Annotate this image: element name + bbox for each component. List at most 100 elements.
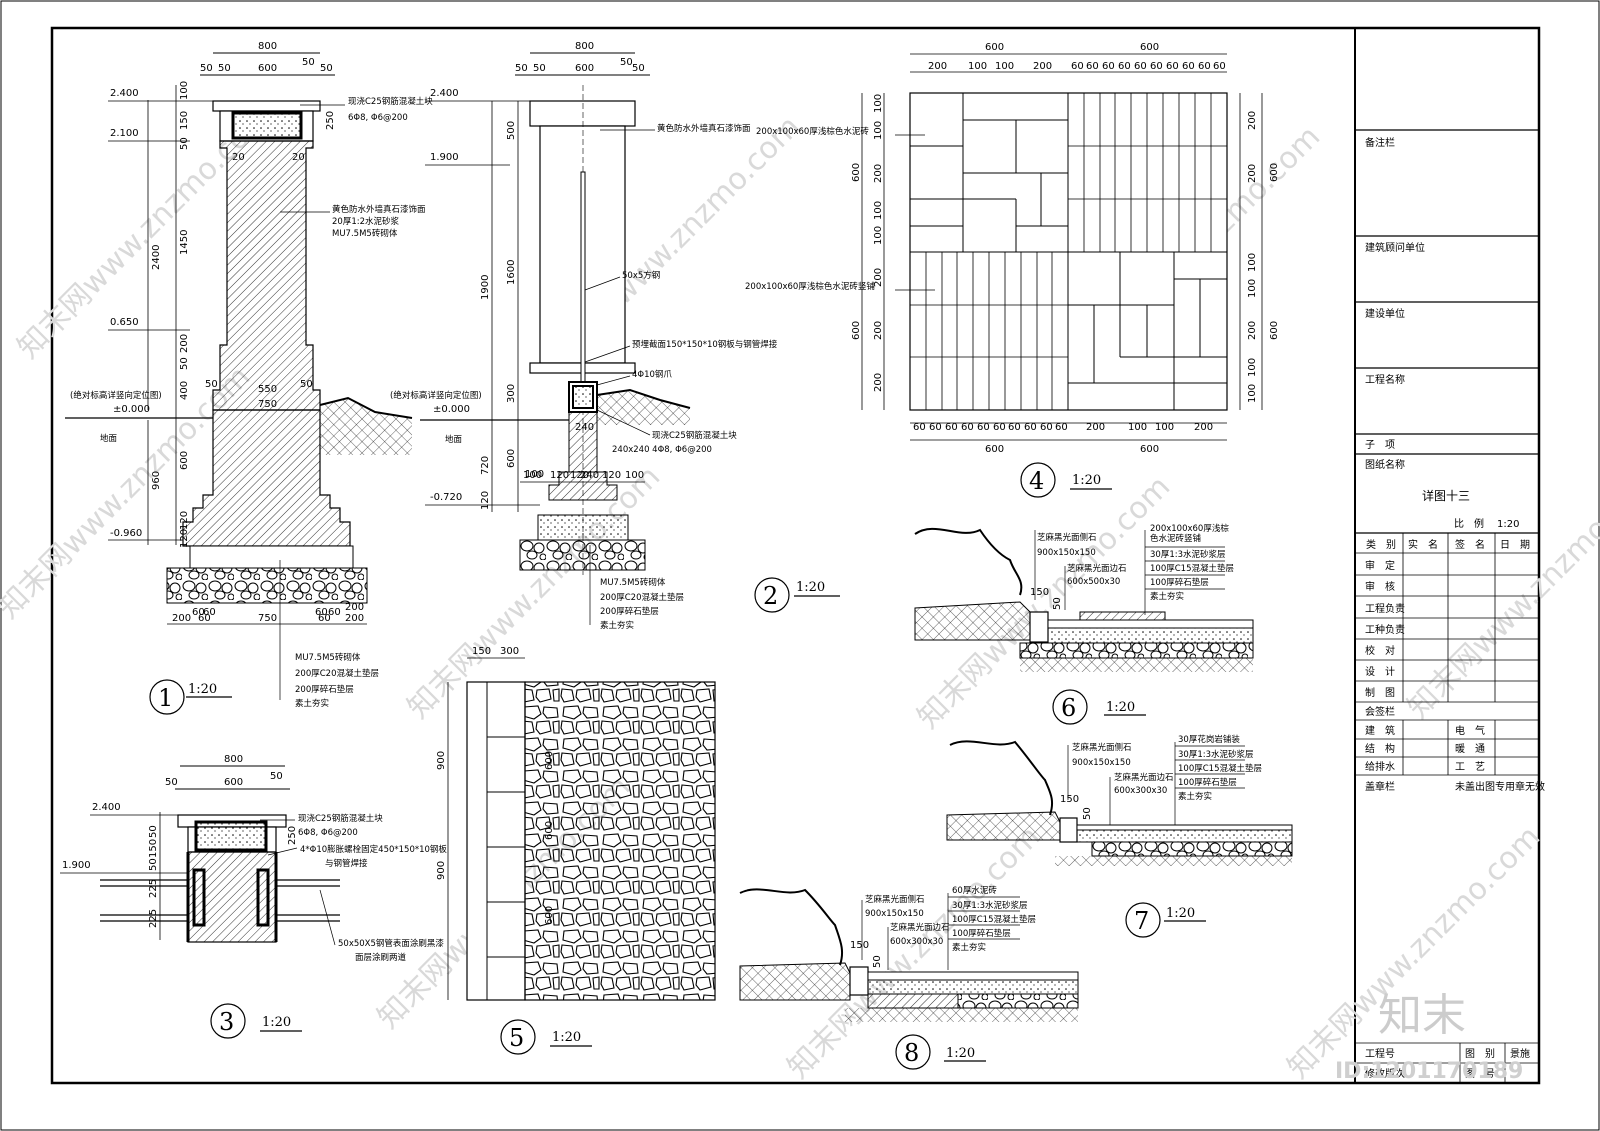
countersign-role: 工 艺 bbox=[1455, 761, 1485, 773]
dim-text: 2400 bbox=[151, 245, 162, 270]
dim-text: 600 bbox=[1140, 444, 1159, 455]
sign-header: 签 名 bbox=[1455, 538, 1485, 551]
level-text: -0.720 bbox=[430, 492, 462, 503]
detail-marker bbox=[1125, 902, 1161, 938]
role-label: 制 图 bbox=[1365, 686, 1395, 699]
detail-marker bbox=[500, 1019, 536, 1055]
project-no-label: 工程号 bbox=[1365, 1048, 1395, 1060]
detail-scale: 1:20 bbox=[1072, 473, 1101, 488]
dim-text: 500 bbox=[506, 121, 517, 140]
countersign-role: 电 气 bbox=[1455, 724, 1485, 737]
callout-text: 200x100x60厚浅棕色水泥砖 bbox=[756, 126, 869, 137]
callout-text: 600x300x30 bbox=[890, 937, 943, 947]
callout-text: 地面 bbox=[445, 434, 463, 445]
watermark-text: 知末网www.znzmo.com bbox=[911, 469, 1177, 735]
dim-text: 1600 bbox=[506, 260, 517, 285]
dim-text: 600 bbox=[1140, 42, 1159, 53]
dim-text: 60 bbox=[929, 422, 942, 433]
dim-text: 50 bbox=[165, 777, 178, 788]
dim-text: 60 bbox=[1055, 422, 1068, 433]
sign-header: 日 期 bbox=[1500, 539, 1530, 551]
callout-text: 芝麻黑光面边石 bbox=[1114, 772, 1174, 783]
dim-text: 50 bbox=[302, 57, 315, 68]
detail-number: 5 bbox=[509, 1024, 524, 1052]
level-text: 2.100 bbox=[110, 128, 139, 139]
callout-text: 芝麻黑光面边石 bbox=[1067, 563, 1127, 574]
dim-text: 100 bbox=[1247, 358, 1258, 377]
dim-text: 60 bbox=[198, 613, 211, 624]
dim-text: 150 bbox=[850, 940, 869, 951]
level-text: -0.960 bbox=[110, 528, 142, 539]
dim-text: 60 bbox=[945, 422, 958, 433]
dim-text: 100 bbox=[873, 94, 884, 113]
detail-7-curb-section: 芝麻黑光面侧石 900x150x150 芝麻黑光面边石 600x300x30 3… bbox=[946, 734, 1293, 938]
callout-text: (绝对标高详竖向定位图) bbox=[390, 390, 482, 401]
dim-text: 550 bbox=[258, 384, 277, 395]
dim-text: 600 bbox=[224, 777, 243, 788]
dim-text: 200 bbox=[1247, 321, 1258, 340]
countersign-label: 会签栏 bbox=[1365, 705, 1395, 718]
dim-text: 120 bbox=[550, 470, 569, 481]
callout-text: 素土夯实 bbox=[1150, 591, 1184, 602]
dim-text: 50 bbox=[1052, 597, 1063, 610]
dim-text: 150 bbox=[148, 839, 159, 858]
dim-text: 200 bbox=[873, 373, 884, 392]
dim-text: 200 bbox=[1033, 61, 1052, 72]
callout-text: 30厚1:3水泥砂浆层 bbox=[1150, 549, 1226, 560]
dim-text: 50 bbox=[632, 63, 645, 74]
dim-text: 50 bbox=[218, 63, 231, 74]
dim-text: 250 bbox=[287, 826, 298, 845]
dim-text: 750 bbox=[258, 399, 277, 410]
dim-text: 50 bbox=[205, 379, 218, 390]
detail-marker bbox=[754, 577, 790, 613]
role-label: 审 核 bbox=[1365, 580, 1395, 593]
dim-text: 50 bbox=[200, 63, 213, 74]
dim-text: 100 bbox=[873, 226, 884, 245]
detail-scale: 1:20 bbox=[1106, 700, 1135, 715]
stamp-note: 未盖出图专用章无效 bbox=[1455, 780, 1545, 793]
dim-text: 60 bbox=[1150, 61, 1163, 72]
dim-text: 225 bbox=[148, 879, 159, 898]
dim-text: 300 bbox=[506, 384, 517, 403]
dim-text: 60 bbox=[1024, 422, 1037, 433]
dim-text: 100 bbox=[873, 201, 884, 220]
level-text: 0.650 bbox=[110, 317, 139, 328]
dim-text: 60 bbox=[913, 422, 926, 433]
dim-text: 750 bbox=[258, 613, 277, 624]
dim-text: 600 bbox=[985, 444, 1004, 455]
callout-text: 色水泥砖竖铺 bbox=[1150, 533, 1202, 544]
role-label: 设 计 bbox=[1365, 665, 1395, 678]
stamp-label: 盖章栏 bbox=[1365, 780, 1395, 793]
dim-text: 60 bbox=[1166, 61, 1179, 72]
callout-text: 50x5方钢 bbox=[622, 270, 660, 281]
dim-text: 50 bbox=[515, 63, 528, 74]
dim-text: 225 bbox=[148, 909, 159, 928]
callout-text: 芝麻黑光面侧石 bbox=[865, 894, 925, 905]
callout-text: 100厚C15混凝土垫层 bbox=[1150, 563, 1234, 574]
title-block: 备注栏 建筑顾问单位 建设单位 工程名称 子 项 图纸名称 详图十三 比 例 1… bbox=[1355, 129, 1545, 1083]
dim-text: 50 bbox=[148, 858, 159, 871]
remarks-label: 备注栏 bbox=[1365, 136, 1395, 149]
detail-marker bbox=[1052, 689, 1088, 725]
callout-text: 30厚1:3水泥砂浆层 bbox=[1178, 749, 1254, 760]
dim-text: 50 bbox=[1082, 807, 1093, 820]
dim-text: 60 bbox=[1134, 61, 1147, 72]
callout-text: 200x100x60厚浅棕 bbox=[1150, 523, 1229, 534]
dim-text: 300 bbox=[500, 646, 519, 657]
dim-text: 600 bbox=[985, 42, 1004, 53]
dim-text: 960 bbox=[151, 471, 162, 490]
dim-text: 800 bbox=[258, 41, 277, 52]
watermark-logo: 知末 bbox=[1378, 990, 1466, 1041]
callout-text: 素土夯实 bbox=[600, 620, 634, 631]
callout-text: 芝麻黑光面侧石 bbox=[1072, 742, 1132, 753]
countersign-role: 给排水 bbox=[1365, 760, 1395, 773]
watermark-text: 知末网www.znzmo.com bbox=[1281, 819, 1547, 1085]
callout-text: 600x500x30 bbox=[1067, 577, 1120, 587]
detail-scale: 1:20 bbox=[1166, 906, 1195, 921]
detail-number: 4 bbox=[1029, 467, 1044, 495]
role-label: 工种负责 bbox=[1365, 623, 1405, 636]
dim-text: 100 bbox=[873, 121, 884, 140]
level-text: 2.400 bbox=[110, 88, 139, 99]
detail-number: 6 bbox=[1061, 694, 1076, 722]
